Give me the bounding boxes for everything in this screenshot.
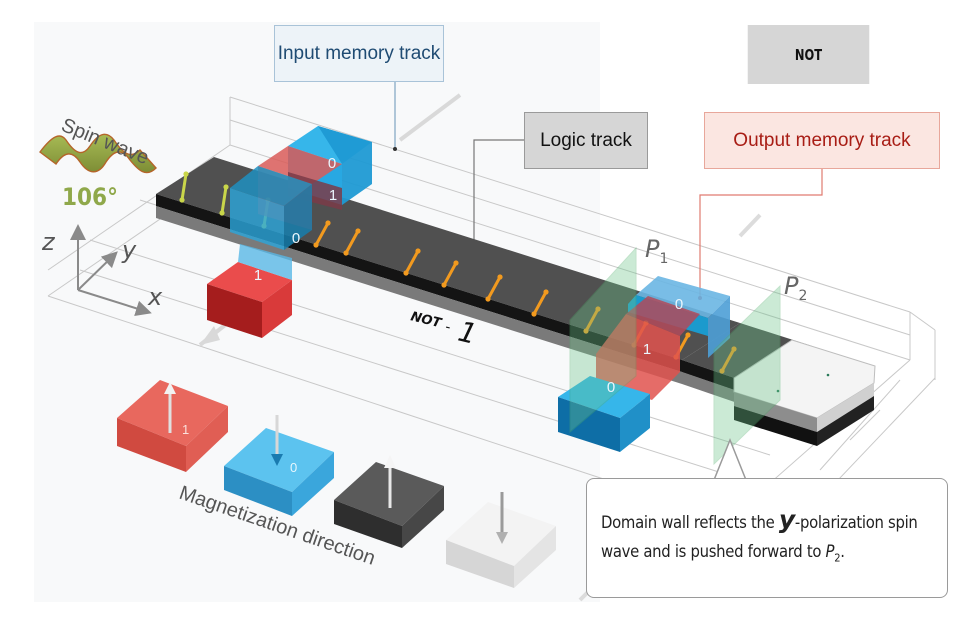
moment-arrow [441,260,459,288]
legend-cube-label: 1 [182,422,189,437]
input-cell-2-top [230,166,312,206]
input-leader-dot [393,147,397,151]
y-axis-arrow [77,251,118,291]
spin-wave-angle: 106° [62,183,118,211]
input-axis-arrowhead [200,326,220,345]
moment-arrow [313,220,331,248]
output-memory-track-label: Output memory track [704,112,940,169]
input-cell-label: 0 [328,155,336,172]
output-axis-back [738,213,762,238]
domain-wall-plane-p2 [713,284,781,466]
output-leader-line [699,169,823,298]
logic-leader-line [473,139,524,263]
output-cell-1-top [626,296,700,336]
output-memory-track [558,276,730,452]
legend-cube-label: 0 [290,460,297,475]
coordinate-axes: z y x [41,224,163,317]
domain-wall-plane-p1 [569,246,637,434]
callout-p-subscript: 2 [834,551,841,565]
result-label: NOT - 1 [409,309,480,351]
logic-track-label: Logic track [524,112,648,169]
spin-wave-icon [39,133,157,174]
output-cell-2-top [558,376,650,418]
moment-arrow [343,228,361,256]
input-cell-3-top [207,262,292,302]
legend-cube-red-up: 1 [117,380,228,472]
legend-cube-white-down [446,492,556,588]
callout-y-variable: y [778,505,795,534]
gate-name-badge: NOT [747,25,870,84]
cell-digits: 0 1 0 1 0 1 0 [254,155,683,396]
z-axis-label: z [41,228,56,256]
callout-text-2: -polarization spin wave and is pushed fo… [601,513,918,561]
input-cell-1-top [258,146,342,184]
moment-arrow [583,306,601,334]
callout-p-variable: P [825,542,835,561]
legend-cube-dark-up [334,455,444,548]
callout-end: . [840,542,845,561]
legend-cube-blue-down: 0 [224,415,334,516]
result-prefix: NOT [409,309,444,331]
x-axis-label: x [147,283,163,311]
moment-arrow [403,248,421,276]
callout-text-1: Domain wall reflects the [601,513,779,532]
y-axis-label: y [121,236,137,264]
output-cell-label: 0 [607,379,615,396]
input-memory-track [207,126,372,338]
input-axis-back [398,93,462,142]
moment-arrow [219,184,229,216]
input-cell-label: 0 [292,230,300,247]
moment-arrow [485,274,503,302]
input-cell-label: 1 [254,267,262,284]
output-cell-0-top [636,276,730,318]
plane-p2-label: P2 [784,272,807,304]
plane-p1-label: P1 [645,235,668,267]
input-cell-label: 1 [329,187,337,204]
callout-pointer [713,437,747,481]
moment-arrow [179,171,189,203]
domain-wall-callout: Domain wall reflects the y-polarization … [586,478,948,598]
magnetization-legend: 1 0 [117,380,556,588]
input-memory-track-label: Input memory track [274,25,444,82]
x-axis-arrow [77,289,152,317]
result-separator: - [443,319,452,336]
moment-arrow [531,289,549,317]
output-cell-label: 1 [643,341,651,358]
moment-arrow [719,346,737,374]
output-cell-label: 0 [675,296,683,313]
